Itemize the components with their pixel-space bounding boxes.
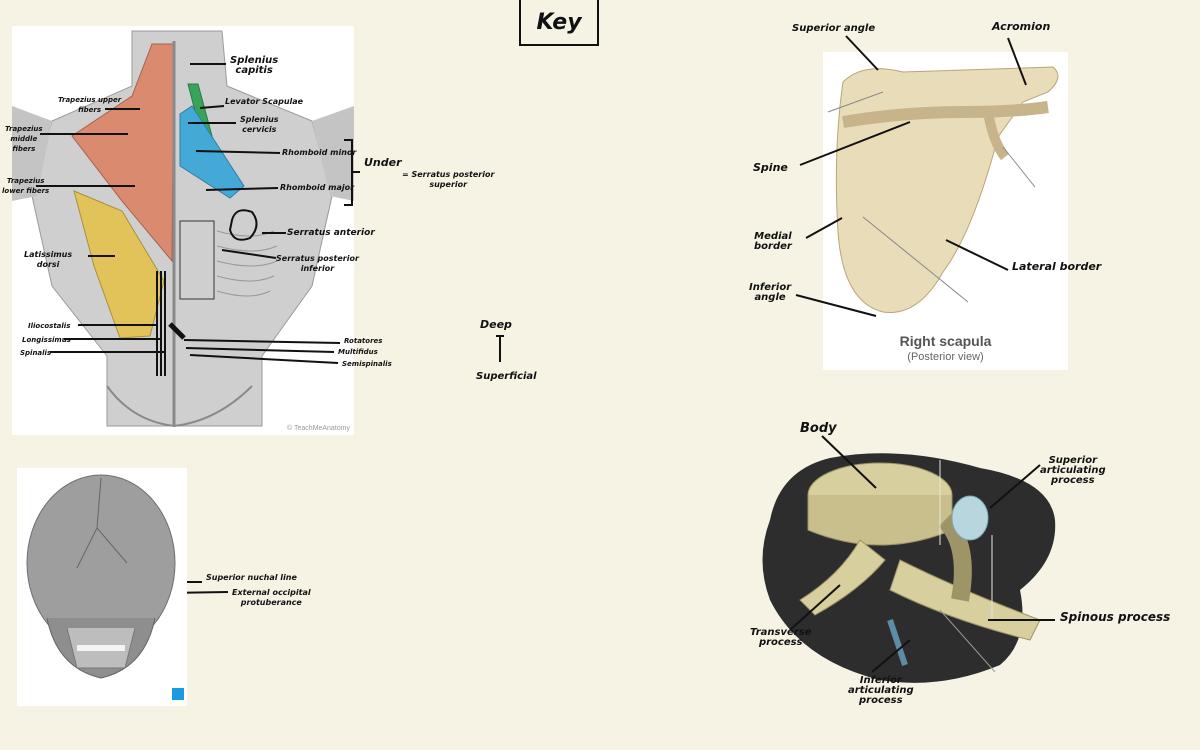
label-serratus-posterior-inferior: Serratus posterior inferior (276, 254, 359, 273)
label-lateral-border: Lateral border (1012, 260, 1102, 273)
label-multifidus: Multifidus (338, 348, 378, 356)
label-rhomboid-minor: Rhomboid minor (282, 148, 357, 157)
back-muscles-illustration (12, 26, 354, 435)
label-deep: Deep (480, 318, 512, 331)
label-transverse-process: Transverse process (750, 627, 812, 648)
label-trapezius-upper: Trapezius upper fibers (58, 96, 122, 114)
label-superior-angle: Superior angle (792, 23, 876, 34)
scapula-caption-title: Right scapula (899, 333, 992, 349)
label-rhomboid-major: Rhomboid major (280, 183, 355, 192)
skull-image (17, 468, 187, 706)
label-splenius-cervicis: Splenius cervicis (240, 115, 279, 134)
label-superficial: Superficial (476, 371, 537, 382)
label-rotatores: Rotatores (344, 337, 383, 345)
label-body: Body (800, 421, 837, 436)
label-serratus-anterior: Serratus anterior (287, 228, 375, 238)
label-latissimus-dorsi: Latissimus dorsi (24, 250, 73, 269)
label-acromion: Acromion (992, 20, 1051, 33)
label-inferior-angle: Inferior angle (749, 282, 792, 303)
back-muscles-image: © TeachMeAnatomy (12, 26, 354, 435)
label-medial-border: Medial border (754, 231, 792, 252)
label-splenius-capitis: Splenius capitis (230, 55, 279, 76)
label-spine: Spine (753, 161, 788, 174)
scapula-caption-sub: (Posterior view) (907, 351, 984, 363)
label-external-occipital: External occipital protuberance (232, 588, 311, 607)
label-under: Under (364, 156, 402, 169)
page-title: Key (519, 0, 599, 46)
label-superior-nuchal: Superior nuchal line (206, 573, 297, 582)
label-superior-articulating: Superior articulating process (1040, 455, 1106, 486)
label-inferior-articulating: Inferior articulating process (848, 675, 914, 706)
label-trapezius-lower: Trapezius lower fibers (2, 177, 50, 195)
scapula-illustration (827, 66, 1059, 313)
label-semispinalis: Semispinalis (342, 360, 392, 368)
label-levator-scapulae: Levator Scapulae (225, 97, 304, 106)
watermark: © TeachMeAnatomy (286, 425, 350, 432)
skull-illustration (26, 474, 184, 700)
label-iliocostalis: Iliocostalis (28, 322, 71, 330)
label-longissimus: Longissimus (22, 336, 71, 344)
label-serratus-posterior-superior: = Serratus posterior superior (402, 170, 495, 189)
scapula-image: Right scapula (Posterior view) (823, 52, 1068, 370)
label-spinous-process: Spinous process (1060, 610, 1171, 624)
label-spinalis: Spinalis (20, 349, 52, 357)
label-trapezius-middle: Trapezius middle fibers (5, 125, 43, 153)
